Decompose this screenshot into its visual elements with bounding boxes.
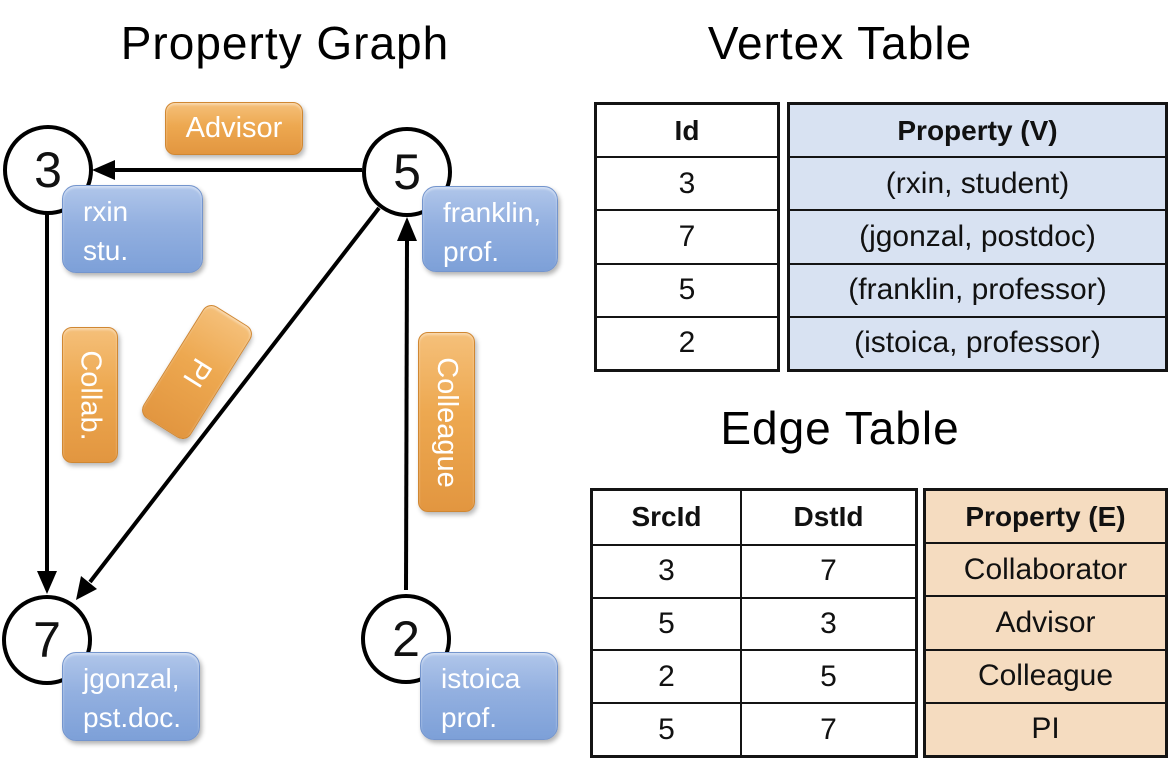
edge-table-srcid-cell: 5 (593, 596, 740, 650)
vertex-table-property-cell: (istoica, professor) (790, 315, 1165, 369)
vertex-prop-line1: rxin (83, 196, 129, 227)
edge-collab-arrowhead (37, 571, 57, 594)
edge-table-property-cell: PI (926, 701, 1165, 755)
node-3-id: 3 (34, 142, 62, 198)
vertex-prop-line1: jgonzal, (83, 663, 180, 694)
edge-table-dstid-cell: 3 (740, 596, 915, 650)
edge-label-collab: Collab. (62, 327, 118, 463)
vertex-prop-line1: franklin, (443, 197, 542, 228)
vertex-table-header-id: Id (674, 114, 700, 146)
vertex-table-property-cell: (rxin, student) (790, 156, 1165, 209)
edge-table-property-cell: Colleague (926, 648, 1165, 702)
graph-node-7: 7 (2, 595, 92, 685)
vertex-prop-line2: stu. (83, 235, 129, 266)
edge-table-header-property: Property (E) (965, 500, 1126, 532)
edge-table-id-columns: SrcId DstId 3 7 5 3 2 5 5 7 (590, 488, 918, 758)
node-7-id: 7 (33, 612, 61, 668)
vertex-table-id-column: Id 3 7 5 2 (594, 102, 780, 372)
node-5-id: 5 (393, 144, 421, 200)
graph-node-3: 3 (3, 125, 93, 215)
edge-label-pi-text: PI (176, 352, 219, 393)
vertex-table-property-cell: (franklin, professor) (790, 262, 1165, 316)
edge-table-srcid-cell: 3 (593, 543, 740, 597)
vertex-table-id-cell: 2 (597, 315, 777, 369)
edge-table-title: Edge Table (720, 402, 960, 454)
vertex-prop-box-franklin: franklin, prof. (422, 186, 558, 272)
edge-label-advisor-text: Advisor (185, 112, 283, 144)
edge-label-colleague: Colleague (418, 332, 475, 512)
vertex-table-property-cell: (jgonzal, postdoc) (790, 209, 1165, 262)
edge-colleague-line (404, 240, 409, 591)
edge-pi-arrowhead (76, 576, 97, 600)
edge-pi-line (88, 206, 381, 584)
edge-label-advisor: Advisor (165, 102, 303, 155)
edge-label-colleague-text: Colleague (431, 356, 464, 488)
vertex-table-id-cell: 5 (597, 262, 777, 316)
edge-table-dstid-cell: 5 (740, 649, 915, 703)
edge-table-srcid-cell: 5 (593, 702, 740, 755)
vertex-prop-box-jgonzal: jgonzal, pst.doc. (62, 652, 200, 741)
vertex-table-property-column: Property (V) (rxin, student) (jgonzal, p… (787, 102, 1168, 372)
edge-table-dstid-cell: 7 (740, 702, 915, 755)
vertex-table-title: Vertex Table (707, 17, 973, 69)
edge-table-property-column: Property (E) Collaborator Advisor Collea… (923, 488, 1168, 758)
vertex-prop-line2: pst.doc. (83, 702, 182, 733)
property-graph-title: Property Graph (120, 17, 450, 69)
vertex-prop-line1: istoica (441, 663, 521, 694)
edge-table-dstid-cell: 7 (740, 543, 915, 597)
vertex-prop-line2: prof. (441, 702, 498, 733)
vertex-prop-box-istoica: istoica prof. (420, 652, 558, 740)
edge-table-property-cell: Advisor (926, 595, 1165, 648)
vertex-prop-box-rxin: rxin stu. (62, 185, 203, 273)
edge-table-header-dstid: DstId (740, 491, 915, 544)
edge-colleague-arrowhead (397, 217, 417, 241)
edge-label-collab-text: Collab. (74, 349, 107, 441)
vertex-table-header-property: Property (V) (897, 114, 1058, 146)
edge-table-header-srcid: SrcId (631, 501, 702, 533)
vertex-table-id-cell: 3 (597, 156, 777, 209)
node-2-id: 2 (392, 611, 420, 667)
edge-advisor-arrowhead (92, 160, 115, 180)
vertex-prop-line2: prof. (443, 236, 500, 267)
vertex-table-id-cell: 7 (597, 209, 777, 262)
edge-table-srcid-cell: 2 (593, 649, 740, 702)
edge-table-property-cell: Collaborator (926, 542, 1165, 595)
